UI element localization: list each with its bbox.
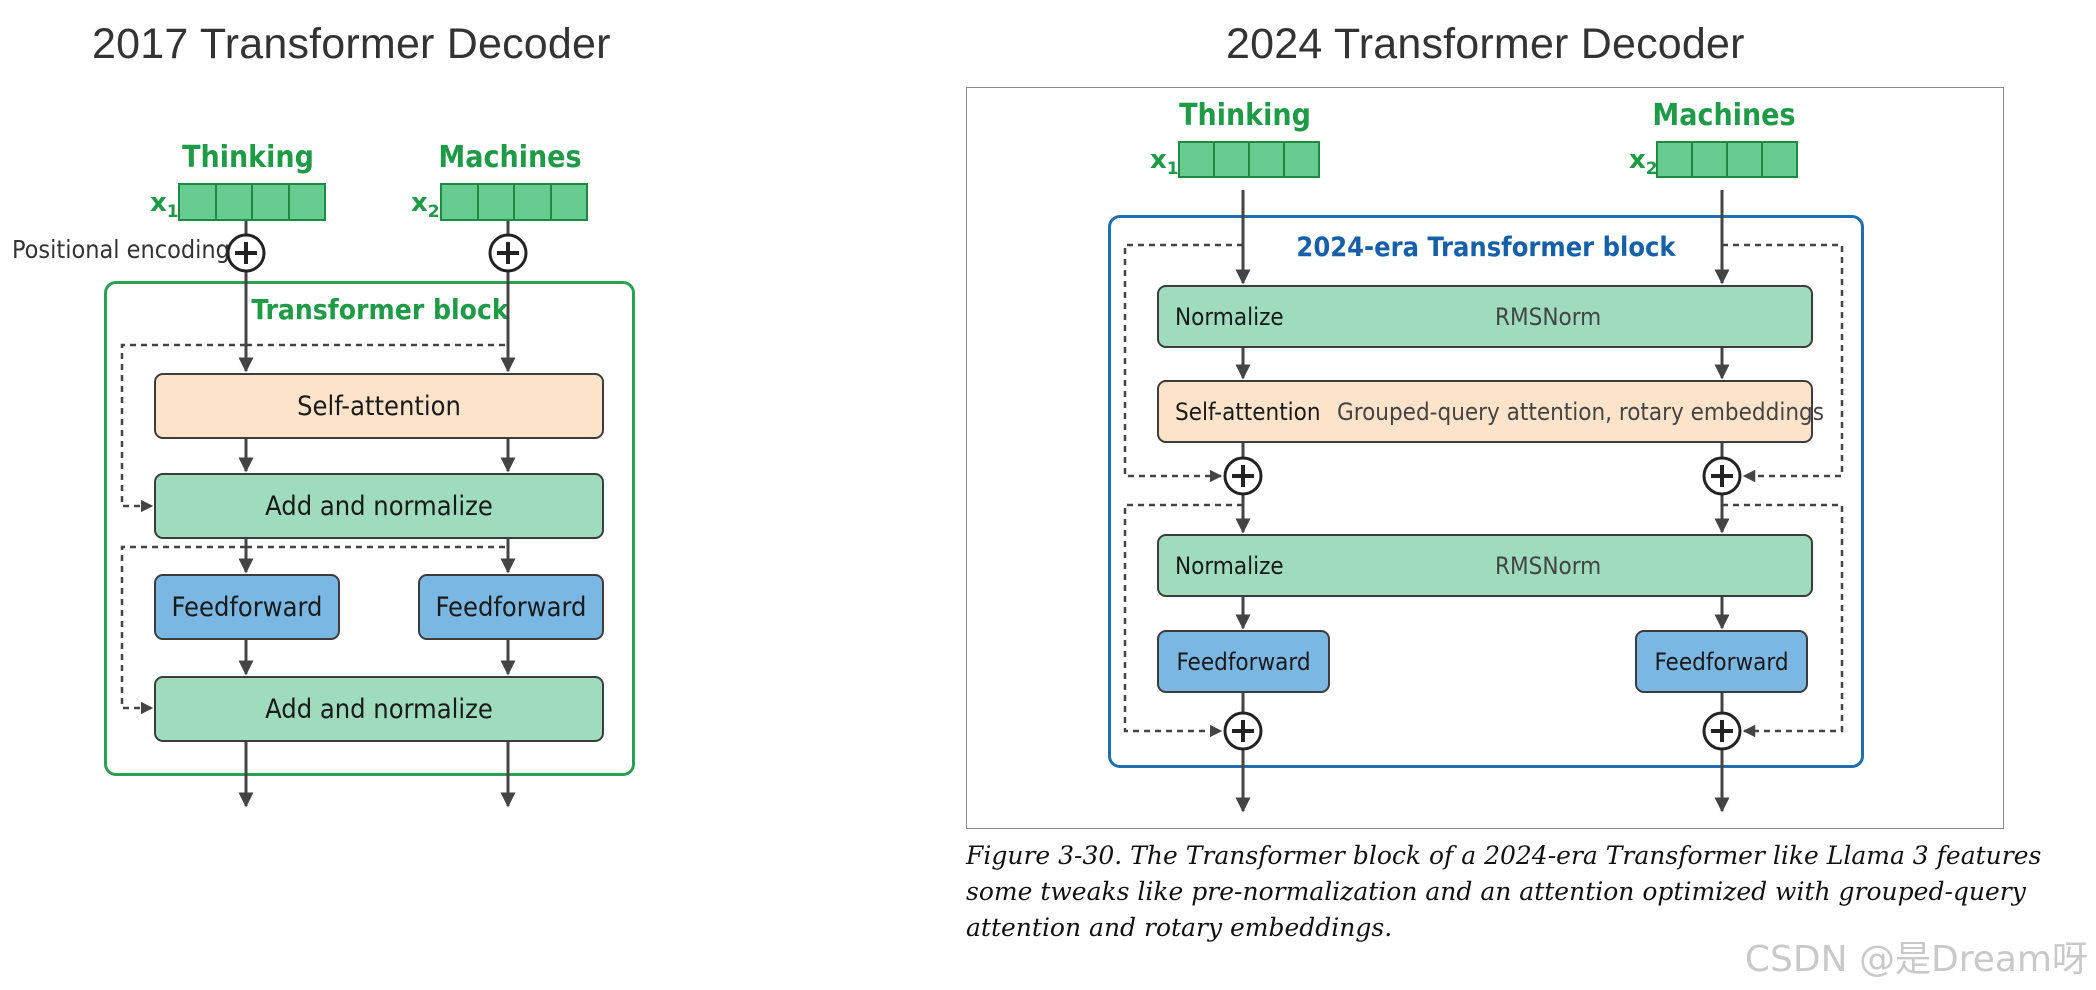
right-transformer-block [1108,215,1864,768]
normalize-box-2: Normalize RMSNorm [1157,534,1813,597]
token-thinking-label: Thinking [182,140,314,175]
token-x2-vector-2024 [1656,141,1798,178]
token-x1-label-2024: x1 [1150,145,1179,180]
attention-detail-label: Grouped-query attention, rotary embeddin… [1337,397,1824,426]
token-x2-vector [440,183,588,221]
token-machines-label: Machines [438,140,582,175]
figure-caption: Figure 3-30. The Transformer block of a … [966,841,2042,942]
right-residual-2 [1722,243,1844,483]
rmsnorm-label-2: RMSNorm [1495,551,1602,580]
watermark: CSDN @是Dream呀 [1744,939,2088,980]
positional-encoding-label: Positional encoding [12,235,230,264]
token-x1-vector-2024 [1178,141,1320,178]
token-thinking-label-2024: Thinking [1179,98,1311,133]
normalize-label-2: Normalize [1175,551,1284,580]
token-x1-label: x1 [150,188,179,223]
right-diagram-title: 2024 Transformer Decoder [1226,20,1745,68]
token-machines-label-2024: Machines [1652,98,1796,133]
left-transformer-block [104,281,635,776]
normalize-box-1: Normalize RMSNorm [1157,285,1813,348]
feedforward-box-2024-2: Feedforward [1635,630,1808,693]
token-x1-vector [178,183,326,221]
rmsnorm-label-1: RMSNorm [1495,302,1602,331]
self-attention-box: Self-attention [154,373,604,439]
feedforward-box-1: Feedforward [154,574,340,640]
token-x2-label-2024: x2 [1629,145,1658,180]
feedforward-box-2: Feedforward [418,574,604,640]
add-normalize-box-1: Add and normalize [154,473,604,539]
left-block-title: Transformer block [251,293,509,326]
right-residual-4 [1722,503,1844,738]
right-residual-1 [1123,243,1243,483]
normalize-label-1: Normalize [1175,302,1284,331]
right-block-title: 2024-era Transformer block [1296,232,1676,263]
right-residual-3 [1123,503,1243,738]
self-attention-label-2024: Self-attention [1175,397,1321,426]
feedforward-box-2024-1: Feedforward [1157,630,1330,693]
token-x2-label: x2 [411,188,440,223]
add-normalize-box-2: Add and normalize [154,676,604,742]
left-residual-1 [120,343,246,513]
left-diagram-title: 2017 Transformer Decoder [92,20,611,68]
self-attention-box-2024: Self-attention Grouped-query attention, … [1157,380,1824,443]
figure-frame [966,87,2004,829]
left-residual-2 [120,545,246,715]
